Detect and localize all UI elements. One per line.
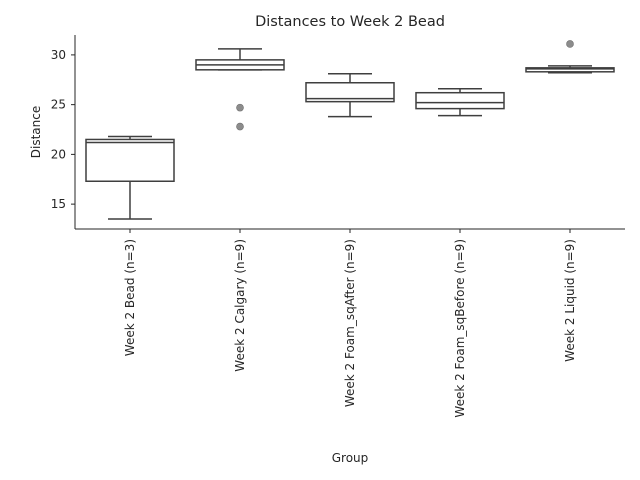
box-group-2 [195, 48, 285, 131]
outlier-point [566, 40, 574, 48]
iqr-box [525, 67, 615, 73]
x-axis-label: Group [332, 451, 369, 465]
box-group-3 [305, 73, 395, 118]
x-tick-label: Week 2 Calgary (n=9) [233, 239, 247, 372]
y-axis-ticks: 15 20 25 30 [51, 48, 75, 211]
y-tick-label: 15 [51, 197, 66, 211]
x-tick-label: Week 2 Liquid (n=9) [563, 239, 577, 362]
outlier-point [236, 122, 244, 131]
chart-title: Distances to Week 2 Bead [255, 14, 445, 30]
y-tick-label: 30 [51, 48, 66, 62]
y-axis-label: Distance [29, 106, 43, 158]
x-tick-label: Week 2 Bead (n=3) [123, 239, 137, 356]
outlier-point [236, 103, 244, 112]
iqr-box [415, 91, 505, 110]
iqr-box [305, 82, 395, 103]
x-tick-label: Week 2 Foam_sqBefore (n=9) [453, 239, 467, 418]
box-group-5 [525, 40, 615, 74]
x-axis-ticks: Week 2 Bead (n=3) Week 2 Calgary (n=9) Wee… [123, 229, 577, 418]
iqr-box [85, 138, 175, 182]
plot-area [85, 40, 615, 220]
box-group-1 [85, 135, 175, 220]
y-tick-label: 20 [51, 147, 66, 161]
y-tick-label: 25 [51, 98, 66, 112]
box-group-4 [415, 87, 505, 117]
x-tick-label: Week 2 Foam_sqAfter (n=9) [343, 239, 357, 407]
